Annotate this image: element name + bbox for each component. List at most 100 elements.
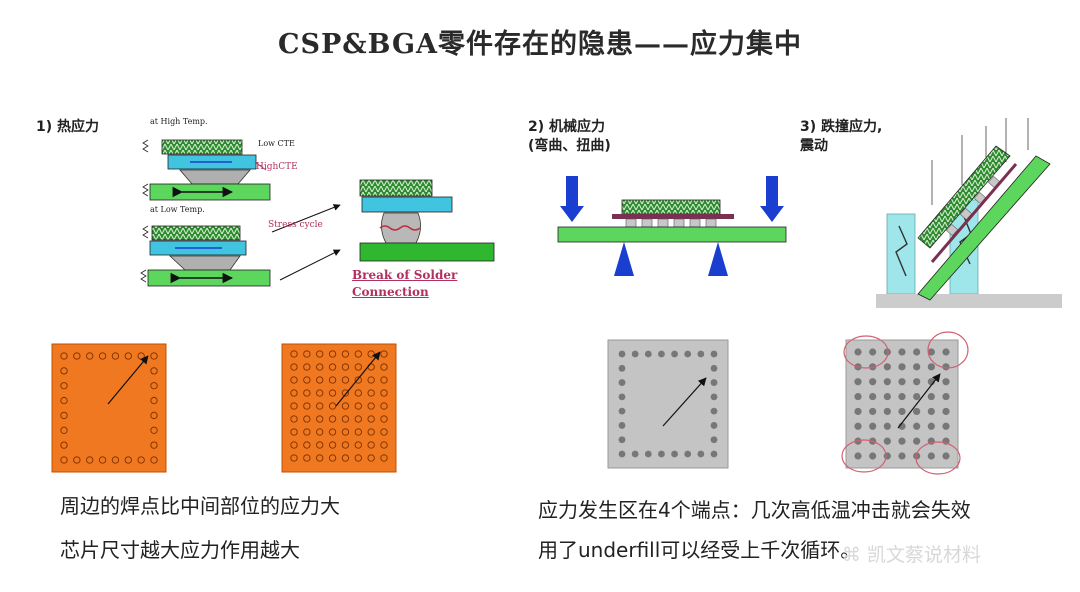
solder-ball: [303, 350, 311, 358]
solder-ball: [354, 415, 362, 423]
break-line-1: Break of Solder: [352, 268, 458, 282]
solder-ball: [290, 376, 298, 384]
solder-ball: [150, 382, 158, 390]
solder-ball: [869, 422, 877, 430]
wechat-icon: ⌘: [842, 544, 861, 566]
solder-ball: [869, 392, 877, 401]
solder-ball: [341, 350, 350, 358]
solder-ball: [341, 363, 350, 371]
solder-ball: [854, 348, 862, 356]
drop-stress-line2: 震动: [800, 138, 828, 154]
solder-ball: [913, 363, 921, 371]
solder-ball: [898, 363, 906, 371]
solder-ball: [883, 437, 891, 445]
solder-ball: [898, 407, 906, 416]
solder-ball: [644, 350, 652, 358]
solder-ball: [111, 352, 120, 360]
solder-ball: [618, 407, 626, 415]
watermark: ⌘ 凯文蔡说材料: [842, 540, 981, 567]
solder-ball: [913, 378, 921, 386]
solder-ball: [671, 450, 678, 458]
solder-ball: [60, 456, 68, 464]
mechanical-stress-line2: (弯曲、扭曲): [528, 138, 611, 154]
solder-ball: [341, 428, 350, 436]
solder-ball: [328, 415, 337, 423]
solder-ball: [303, 363, 311, 371]
solder-ball: [913, 407, 921, 416]
solder-ball: [869, 452, 877, 460]
solder-ball: [631, 450, 639, 458]
solder-ball: [316, 441, 324, 449]
drop-impact-diagram: [876, 118, 1062, 308]
solder-ball: [710, 379, 718, 386]
solder-ball: [684, 450, 692, 458]
solder-ball: [316, 454, 324, 462]
solder-ball: [710, 450, 718, 458]
solder-ball: [150, 456, 158, 464]
solder-ball: [913, 422, 921, 430]
solder-ball: [354, 428, 362, 436]
solder-ball: [710, 393, 718, 401]
solder-ball: [316, 363, 324, 371]
solder-ball: [328, 389, 337, 397]
solder-ball: [710, 436, 718, 444]
solder-ball: [354, 454, 362, 462]
solder-ball: [942, 452, 950, 460]
caption-left-line1: 周边的焊点比中间部位的应力大: [60, 494, 340, 518]
solder-ball: [354, 441, 362, 449]
solder-ball: [341, 376, 350, 384]
solder-ball: [380, 441, 388, 449]
solder-ball: [927, 348, 935, 356]
solder-ball: [367, 428, 375, 436]
solder-ball: [150, 441, 158, 449]
solder-ball: [380, 363, 388, 371]
solder-ball: [883, 378, 891, 386]
watermark-text: 凯文蔡说材料: [867, 544, 982, 566]
solder-ball: [98, 456, 107, 464]
solder-ball: [618, 393, 626, 401]
solder-ball: [354, 350, 362, 358]
solder-ball: [60, 367, 68, 375]
solder-ball: [150, 352, 158, 360]
solder-ball: [86, 456, 94, 464]
solder-ball: [290, 454, 298, 462]
solder-ball: [854, 422, 862, 430]
solder-ball: [328, 363, 337, 371]
solder-ball: [354, 363, 362, 371]
solder-ball: [854, 452, 862, 460]
solder-ball: [73, 456, 81, 464]
broken-solder-joint: [359, 179, 495, 262]
solder-ball: [927, 452, 935, 460]
orange-chip-perimeter: [51, 343, 167, 473]
solder-ball: [618, 350, 626, 358]
solder-ball: [898, 378, 906, 386]
solder-ball: [710, 350, 718, 358]
solder-ball: [644, 450, 652, 458]
solder-ball: [684, 350, 692, 358]
solder-ball: [898, 437, 906, 445]
drop-stress-heading: 3) 跌撞应力, 震动: [800, 118, 882, 156]
solder-ball: [710, 422, 718, 429]
solder-ball: [303, 454, 311, 462]
solder-ball: [913, 348, 921, 356]
solder-ball: [898, 348, 906, 356]
solder-ball: [328, 441, 337, 449]
mechanical-stress-diagram: [557, 176, 787, 276]
solder-ball: [303, 415, 311, 423]
solder-ball: [60, 396, 68, 405]
solder-ball: [73, 352, 81, 360]
high-cte-leader: [254, 161, 267, 171]
solder-ball: [942, 407, 950, 416]
solder-ball: [927, 392, 935, 401]
solder-ball: [869, 407, 877, 416]
solder-ball: [942, 378, 950, 386]
solder-ball: [354, 402, 362, 410]
low-cte-label: Low CTE: [258, 139, 295, 148]
solder-ball: [883, 407, 891, 416]
solder-ball: [290, 389, 298, 397]
solder-ball: [111, 456, 120, 464]
solder-ball: [869, 348, 877, 356]
solder-ball: [150, 411, 158, 420]
thermal-stress-heading: 1) 热应力: [36, 119, 100, 135]
solder-ball: [316, 376, 324, 384]
